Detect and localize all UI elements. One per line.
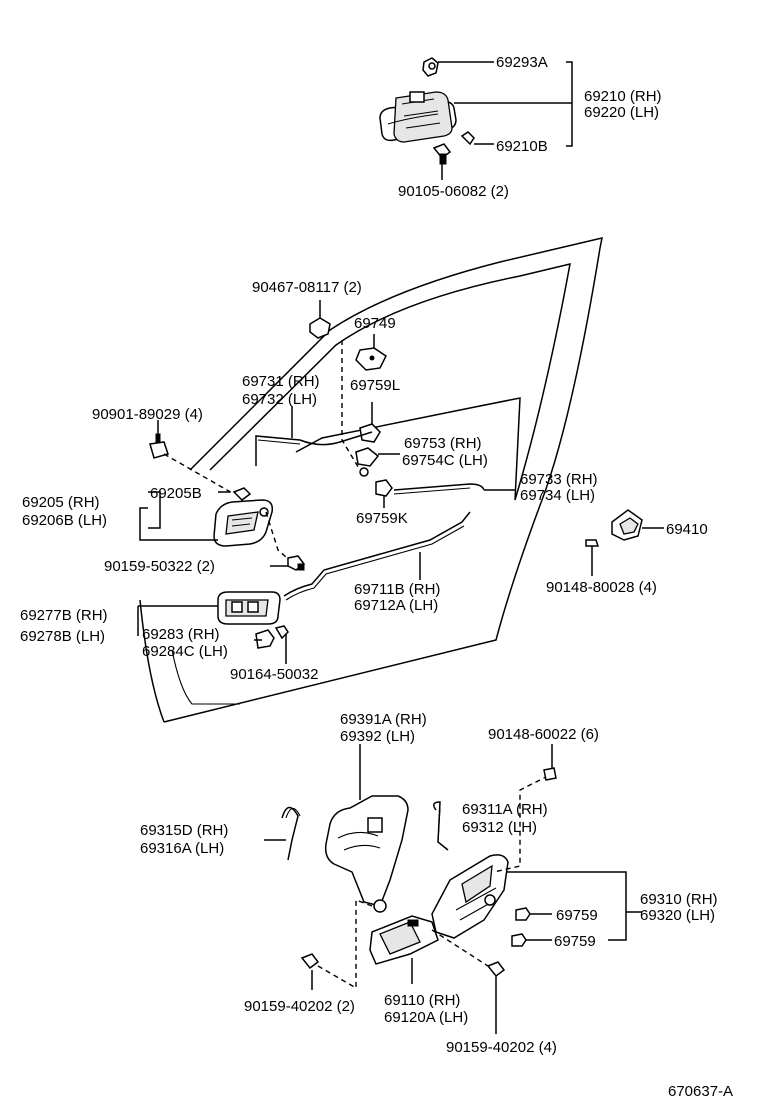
label-90148-80028: 90148-80028 (4) bbox=[546, 579, 657, 596]
rod-69733 bbox=[393, 483, 485, 495]
label-90159-50322: 90159-50322 (2) bbox=[104, 558, 215, 575]
label-69712A: 69712A (LH) bbox=[354, 597, 438, 614]
label-69391A: 69391A (RH) bbox=[340, 711, 427, 728]
bolt-90105-06082 bbox=[432, 143, 452, 165]
label-69320: 69320 (LH) bbox=[640, 907, 715, 924]
rod-69315D bbox=[281, 806, 301, 861]
door-outline bbox=[139, 237, 603, 723]
bolt-90159-50322 bbox=[287, 555, 306, 571]
label-69733: 69733 (RH) bbox=[520, 471, 598, 488]
label-90148-60022: 90148-60022 (6) bbox=[488, 726, 599, 743]
diagram-reference-code: 670637-A bbox=[668, 1083, 733, 1100]
label-69284C: 69284C (LH) bbox=[142, 643, 228, 660]
clip-69759K bbox=[375, 479, 393, 497]
lock-rod-assembly bbox=[255, 300, 516, 508]
lock-cover-69391A bbox=[324, 795, 409, 913]
clip-69759-a bbox=[515, 907, 531, 921]
label-69120A: 69120A (LH) bbox=[384, 1009, 468, 1026]
rod-69731 bbox=[255, 431, 373, 466]
bolt-90159-40202-a bbox=[300, 953, 320, 970]
label-69311A: 69311A (RH) bbox=[462, 801, 548, 818]
label-69210B: 69210B bbox=[496, 138, 548, 155]
label-69220: 69220 (LH) bbox=[584, 104, 659, 121]
screw-90164-50032 bbox=[274, 625, 289, 640]
outside-handle-assembly bbox=[379, 57, 573, 180]
screw-69205B bbox=[232, 487, 252, 501]
clip-69759-b bbox=[511, 933, 527, 947]
label-69759-b: 69759 bbox=[554, 933, 596, 950]
label-69749: 69749 bbox=[354, 315, 396, 332]
screw-69210B bbox=[460, 131, 475, 146]
label-69312: 69312 (LH) bbox=[462, 819, 537, 836]
clip-69293A bbox=[422, 57, 439, 77]
label-90105-06082: 90105-06082 (2) bbox=[398, 183, 509, 200]
striker-69410 bbox=[611, 509, 664, 541]
label-90901-89029: 90901-89029 (4) bbox=[92, 406, 203, 423]
label-69278B: 69278B (LH) bbox=[20, 628, 105, 645]
label-90159-40202-b: 90159-40202 (4) bbox=[446, 1039, 557, 1056]
inside-handle-assembly bbox=[137, 420, 471, 664]
label-69310: 69310 (RH) bbox=[640, 891, 718, 908]
label-69315D: 69315D (RH) bbox=[140, 822, 228, 839]
rod-69711B bbox=[283, 511, 471, 601]
label-69205B: 69205B bbox=[150, 485, 202, 502]
label-69410: 69410 bbox=[666, 521, 708, 538]
clip-90901-89029 bbox=[149, 433, 169, 459]
label-69734: 69734 (LH) bbox=[520, 487, 595, 504]
label-90159-40202-a: 90159-40202 (2) bbox=[244, 998, 355, 1015]
inside-handle bbox=[213, 499, 274, 547]
clip-90467-08117 bbox=[309, 317, 331, 339]
label-69110: 69110 (RH) bbox=[384, 992, 460, 1009]
label-69731: 69731 (RH) bbox=[242, 373, 320, 390]
handle-bezel bbox=[217, 591, 281, 625]
label-69759K: 69759K bbox=[356, 510, 408, 527]
lock-actuator-69110 bbox=[369, 915, 439, 965]
label-69316A: 69316A (LH) bbox=[140, 840, 224, 857]
label-90467-08117: 90467-08117 (2) bbox=[252, 279, 362, 296]
door-lock-69310 bbox=[431, 854, 509, 939]
rod-69311A bbox=[433, 801, 449, 851]
label-69206B: 69206B (LH) bbox=[22, 512, 107, 529]
cover-69283 bbox=[255, 629, 275, 649]
label-69277B: 69277B (RH) bbox=[20, 607, 108, 624]
bellcrank-69753 bbox=[355, 447, 380, 477]
bellcrank-69749 bbox=[355, 347, 387, 371]
label-69753: 69753 (RH) bbox=[404, 435, 482, 452]
label-69293A: 69293A bbox=[496, 54, 548, 71]
lower-lock-assembly bbox=[264, 744, 642, 1034]
label-69759L: 69759L bbox=[350, 377, 400, 394]
label-69205: 69205 (RH) bbox=[22, 494, 100, 511]
label-69283: 69283 (RH) bbox=[142, 626, 220, 643]
bolt-90159-40202-b bbox=[486, 961, 506, 978]
label-69754C: 69754C (LH) bbox=[402, 452, 488, 469]
label-69759-a: 69759 bbox=[556, 907, 598, 924]
bolt-90148-80028 bbox=[585, 539, 600, 576]
outside-handle bbox=[379, 91, 457, 143]
label-69392: 69392 (LH) bbox=[340, 728, 415, 745]
label-90164-50032: 90164-50032 bbox=[230, 666, 318, 683]
label-69711B: 69711B (RH) bbox=[354, 581, 440, 598]
label-69732: 69732 (LH) bbox=[242, 391, 317, 408]
label-69210: 69210 (RH) bbox=[584, 88, 662, 105]
bolt-90148-60022 bbox=[543, 767, 557, 781]
